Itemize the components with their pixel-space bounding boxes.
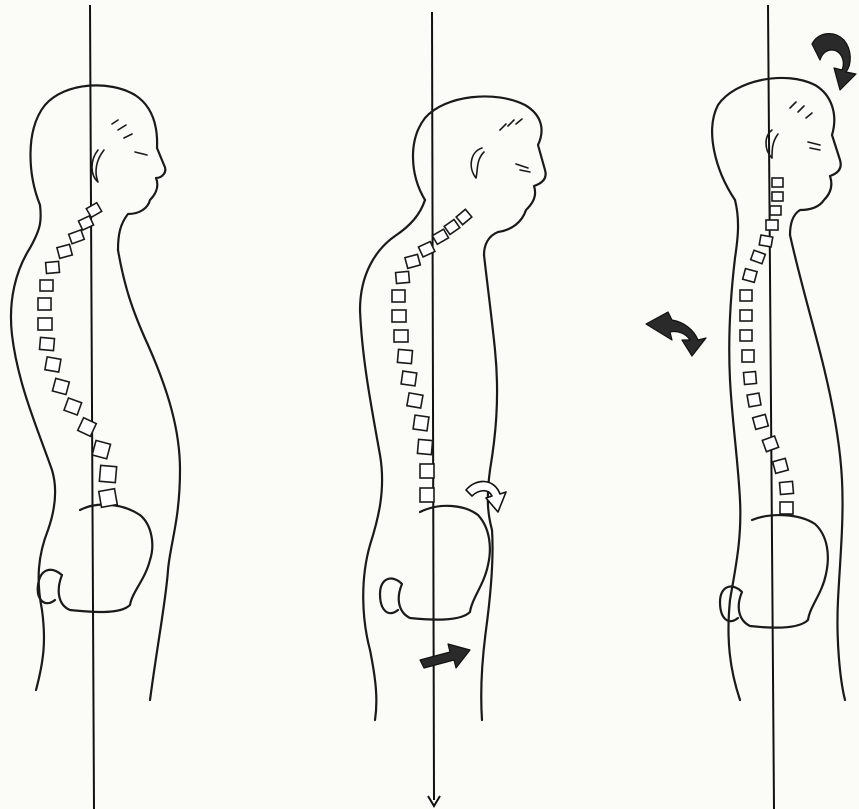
pelvis-1	[38, 505, 153, 612]
pelvis-2	[380, 506, 490, 620]
ear-2	[471, 148, 484, 178]
hip-shift-arrow	[420, 644, 470, 668]
ear-3	[766, 130, 778, 158]
brow-2	[500, 119, 522, 130]
back-outline-1	[11, 205, 55, 690]
brow-3	[790, 102, 812, 118]
front-outline-3	[790, 235, 845, 700]
upper-back-arrow	[646, 312, 706, 356]
eye-2	[516, 164, 530, 172]
figure-posture-1	[11, 5, 180, 809]
eye-3	[808, 142, 820, 150]
plumb-line-1	[90, 5, 94, 809]
head-outline-1	[30, 85, 165, 250]
figure-posture-2	[360, 12, 546, 806]
spine-3	[740, 178, 793, 514]
plumb-line-3	[768, 5, 774, 809]
pelvis-3	[720, 515, 828, 628]
head-tilt-arrow	[812, 34, 856, 90]
front-outline-1	[118, 250, 180, 700]
figure-posture-3	[646, 5, 856, 809]
back-outline-2	[360, 200, 425, 720]
eye-1	[135, 152, 147, 155]
ear-1	[92, 150, 104, 182]
pelvis-tilt-arrow	[466, 481, 506, 512]
back-outline-3	[728, 200, 740, 700]
brow-1	[112, 120, 132, 138]
plumb-line-2	[432, 12, 434, 800]
